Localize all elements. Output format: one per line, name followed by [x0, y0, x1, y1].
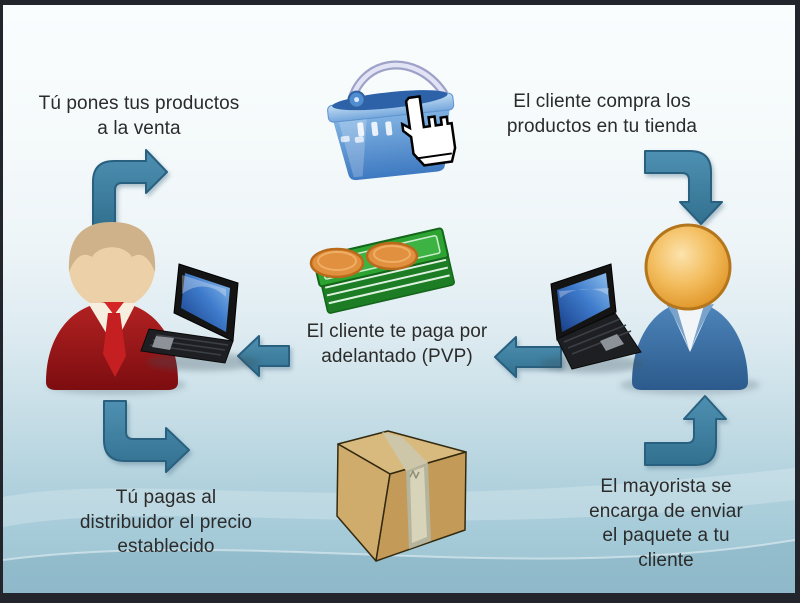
arrow-down-right-icon: [103, 400, 190, 473]
seller-laptop-icon: [140, 263, 259, 371]
customer-avatar-icon: [620, 223, 760, 395]
caption-bottom-right: El mayorista se encarga de enviar el paq…: [589, 476, 743, 572]
caption-middle: El cliente te paga por adelantado (PVP): [306, 321, 488, 367]
seller-avatar-icon: [46, 222, 186, 395]
slide-canvas: Tú pones tus productos a la venta El cli…: [3, 5, 795, 593]
cash-money-icon: [309, 227, 455, 314]
customer-laptop-icon: [540, 263, 644, 373]
package-box-icon: [336, 430, 467, 562]
diagram-graphics: [3, 60, 795, 593]
arrow-up-right-icon: [92, 149, 168, 228]
caption-top-left: Tú pones tus productos a la venta: [38, 93, 240, 139]
caption-top-right: El cliente compra los productos en tu ti…: [506, 91, 698, 137]
arrow-up-icon: [644, 395, 727, 466]
caption-bottom-left: Tú pagas al distribuidor el precio estab…: [79, 487, 253, 558]
cursor-hand-icon: [400, 94, 457, 167]
arrow-down-icon: [644, 150, 723, 225]
